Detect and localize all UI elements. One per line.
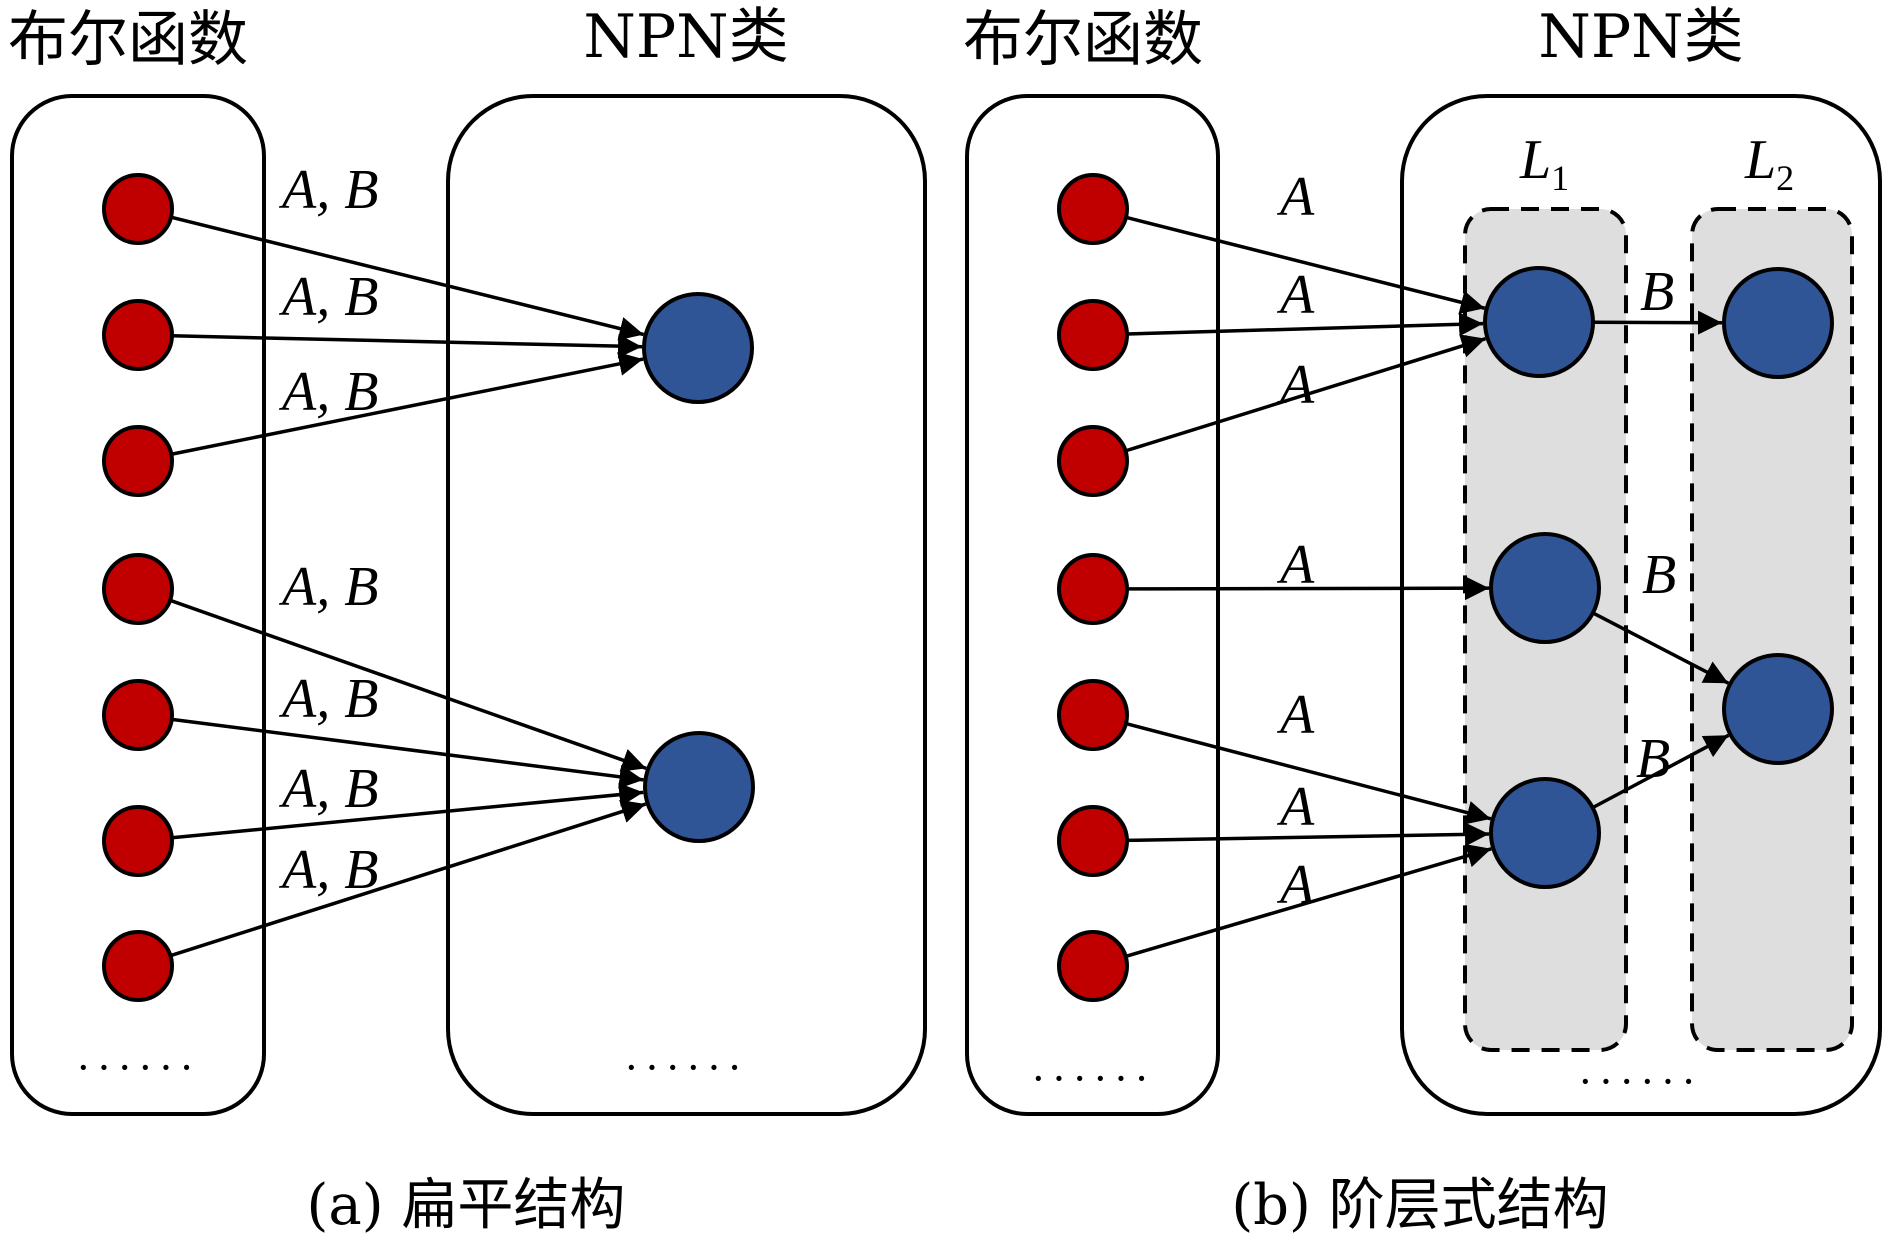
edge-label: A xyxy=(1276,776,1315,838)
npn-class-title: NPN类 xyxy=(583,2,788,72)
boolean-nodes-group xyxy=(102,173,174,1002)
boolean-function-node xyxy=(1057,930,1129,1002)
boolean-function-node xyxy=(102,679,174,751)
mapping-edge xyxy=(170,352,644,456)
boolean-function-node xyxy=(1057,553,1129,625)
mapping-edge xyxy=(1125,844,1492,959)
npn-class-node xyxy=(1722,653,1834,765)
edge-label: A, B xyxy=(278,668,378,730)
npn-class-node xyxy=(1722,267,1834,379)
npn-class-node xyxy=(642,292,754,404)
npn-class-title: NPN类 xyxy=(1538,2,1743,72)
edge-label: A, B xyxy=(278,758,378,820)
mapping-edge xyxy=(169,799,647,958)
mapping-edge xyxy=(1126,576,1490,601)
mapping-edge xyxy=(171,717,644,789)
boolean-function-node xyxy=(102,299,174,371)
mapping-edge xyxy=(1125,721,1492,825)
caption-a: (a) 扁平结构 xyxy=(307,1173,626,1238)
npn-class-node xyxy=(1489,777,1601,889)
npn-class-node xyxy=(643,731,755,843)
boolean-function-node xyxy=(102,425,174,497)
edge-label: A xyxy=(1276,166,1315,228)
npn-ellipsis: ······ xyxy=(624,1043,748,1092)
mapping-edge xyxy=(1126,822,1490,847)
npn-nodes-group xyxy=(1483,266,1834,889)
mapping-edge xyxy=(170,215,645,341)
boolean-ellipsis: ······ xyxy=(76,1043,200,1092)
boolean-functions-title: 布尔函数 xyxy=(8,5,248,75)
caption-b: (b) 阶层式结构 xyxy=(1231,1173,1608,1238)
boolean-functions-title: 布尔函数 xyxy=(963,5,1203,75)
boolean-function-node xyxy=(102,930,174,1002)
npn-class-node xyxy=(1489,532,1601,644)
boolean-ellipsis: ······ xyxy=(1031,1054,1155,1103)
npn-ellipsis: ······ xyxy=(1578,1057,1702,1106)
boolean-function-node xyxy=(102,805,174,877)
edge-label: A, B xyxy=(278,361,378,423)
boolean-function-node xyxy=(1057,805,1129,877)
edge-label: A, B xyxy=(278,839,378,901)
edge-label: A, B xyxy=(278,266,378,328)
layer-2-box xyxy=(1690,207,1854,1052)
mapping-edge xyxy=(1125,215,1486,314)
mapping-edge xyxy=(169,598,647,772)
npn-class-node xyxy=(1483,266,1595,378)
edge-label: A xyxy=(1276,854,1315,916)
layer-edge-label: B xyxy=(1640,261,1674,323)
boolean-function-node xyxy=(1057,425,1129,497)
mapping-edge xyxy=(1126,312,1484,337)
edge-label: A xyxy=(1276,684,1315,746)
npn-nodes-group xyxy=(642,292,755,843)
edge-label: A xyxy=(1276,354,1315,416)
panel-a-flat-structure: 布尔函数 NPN类 A, B A, B A, B A, B A, B A, B A, B ·… xyxy=(8,2,927,1238)
mapping-edge xyxy=(1124,334,1487,453)
edges-group xyxy=(1124,215,1730,959)
boolean-function-node xyxy=(1057,173,1129,245)
boolean-function-node xyxy=(1057,299,1129,371)
layer-edge xyxy=(1592,611,1730,685)
edge-labels-group: A, B A, B A, B A, B A, B A, B A, B xyxy=(278,159,378,901)
edge-label: A xyxy=(1276,264,1315,326)
layer-edge-label: B xyxy=(1636,728,1670,790)
boolean-function-node xyxy=(102,173,174,245)
layer-2-label: L2 xyxy=(1744,129,1794,198)
layer-edge-label: B xyxy=(1642,544,1676,606)
mapping-edge xyxy=(171,782,644,840)
boolean-nodes-group xyxy=(1057,173,1129,1002)
boolean-function-node xyxy=(102,553,174,625)
edge-label: A xyxy=(1276,534,1315,596)
mapping-edge xyxy=(171,334,643,359)
edge-label: A, B xyxy=(278,159,378,221)
edges-group xyxy=(169,215,647,958)
edge-label: A, B xyxy=(278,556,378,618)
boolean-function-node xyxy=(1057,679,1129,751)
npn-class-box xyxy=(446,94,927,1116)
layer-edge xyxy=(1591,733,1730,810)
layer-1-label: L1 xyxy=(1519,129,1569,198)
layer-edge xyxy=(1592,310,1723,335)
